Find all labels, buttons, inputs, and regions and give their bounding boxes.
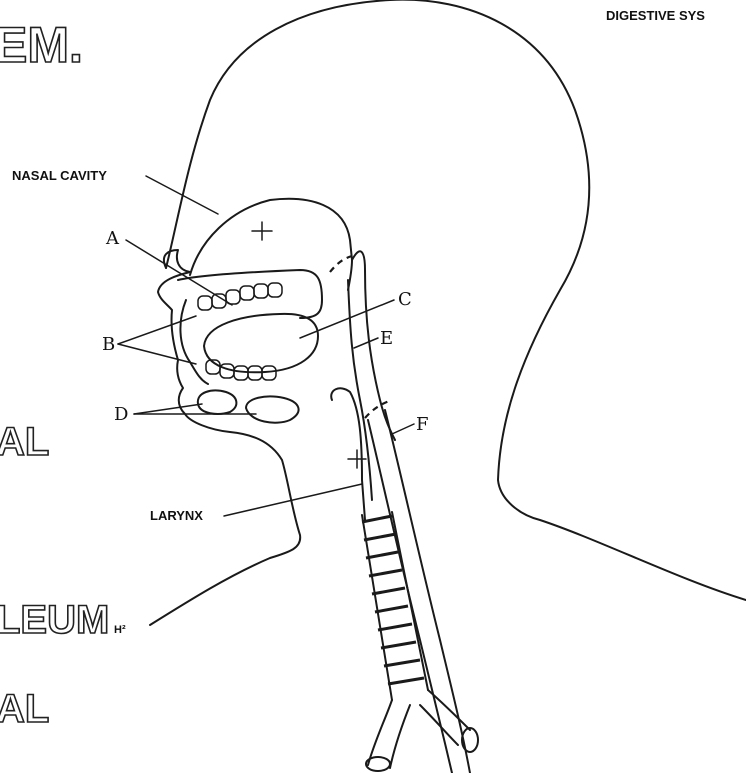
pharynx-wall (348, 251, 395, 500)
cut-subscript: H² (114, 624, 126, 636)
cut-title: EM. (0, 17, 83, 73)
label-e: E (380, 328, 393, 349)
trachea-walls (362, 512, 428, 700)
cut-word-3: AL (0, 687, 49, 731)
leader-nasal-cavity (146, 176, 218, 214)
bronchus-left-end (366, 757, 390, 771)
label-b: B (102, 334, 115, 355)
cut-word-2: LEUM (0, 598, 109, 642)
soft-palate-dashed (330, 256, 352, 272)
epiglottis-dashed (365, 400, 392, 418)
crosshair-larynx (348, 450, 366, 468)
leader-d-left (134, 404, 202, 414)
leader-b-lower (118, 344, 196, 364)
salivary-gland-left (198, 391, 237, 414)
leader-b-upper (118, 316, 196, 344)
crosshair-nasal (252, 222, 272, 240)
lower-teeth (206, 360, 276, 380)
label-nasal-cavity: NASAL CAVITY (12, 168, 107, 183)
trachea-rings (362, 516, 424, 684)
cut-word-1: AL (0, 420, 49, 464)
salivary-gland-right (246, 396, 299, 422)
label-a: A (105, 228, 120, 249)
corner-title: DIGESTIVE SYS (606, 8, 705, 23)
leader-e (354, 338, 378, 348)
label-d: D (114, 404, 128, 425)
tongue (204, 314, 318, 372)
nasal-cavity-outline (178, 199, 352, 318)
leader-f (392, 424, 414, 434)
label-f: F (416, 414, 429, 435)
bronchus-right-end (462, 728, 478, 752)
label-larynx: LARYNX (150, 508, 203, 523)
upper-teeth (198, 283, 282, 310)
larynx-body (331, 388, 365, 520)
leader-a (126, 240, 232, 305)
label-c: C (398, 289, 412, 310)
